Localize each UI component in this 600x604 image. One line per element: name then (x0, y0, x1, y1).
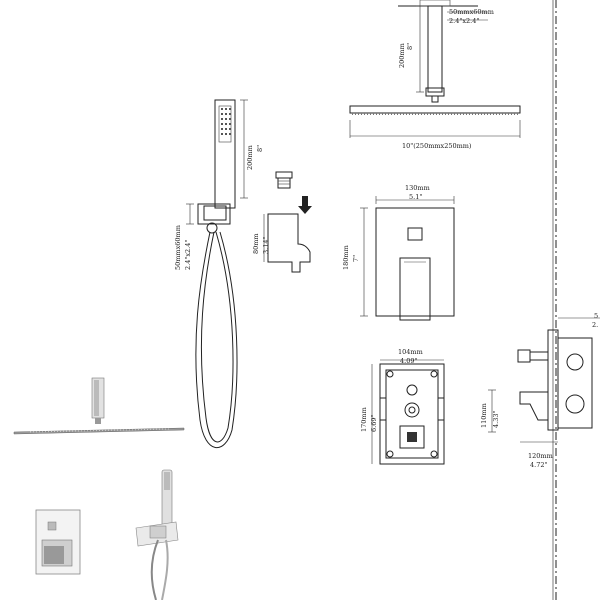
holder-size-mm-label: 50mmx60mm (174, 225, 182, 270)
bracket-h-mm-label: 80mm (252, 233, 260, 254)
wall (552, 0, 557, 600)
bracket-drawing (263, 171, 312, 273)
wall-gap-b-label: 2. (592, 321, 598, 329)
hand-len-mm-label: 200mm (246, 145, 254, 170)
ceiling-arm-drawing (398, 0, 488, 103)
valve-h-in-label: 4.33" (492, 411, 500, 428)
valve-d-in-label: 4.72" (530, 461, 547, 469)
valve-side-drawing (488, 317, 600, 443)
arm-size-in-label: 2.4"x2.4" (449, 17, 479, 25)
product-rain-head-render (13, 377, 185, 435)
hand-shower-drawing (186, 99, 248, 448)
valve-d-mm-label: 120mm (528, 452, 553, 460)
wall-gap-a-label: 5 (594, 312, 598, 320)
plate-h-in-label: 7" (352, 255, 360, 262)
box-h-in-label: 6.69" (370, 415, 378, 432)
arm-size-mm-label: 50mmx60mm (449, 8, 494, 16)
box-w-in-label: 4.09" (400, 357, 417, 365)
rain-head-drawing (349, 105, 521, 138)
head-size-label: 10"(250mmx250mm) (402, 142, 472, 150)
hand-len-in-label: 8" (256, 145, 264, 152)
box-w-mm-label: 104mm (398, 348, 423, 356)
valve-box-drawing (371, 359, 445, 465)
plate-h-mm-label: 180mm (342, 245, 350, 270)
plate-w-in-label: 5.1" (409, 193, 422, 201)
valve-h-mm-label: 110mm (480, 403, 488, 428)
arm-len-in-label: 8" (406, 43, 414, 50)
box-h-mm-label: 170mm (360, 407, 368, 432)
arm-len-mm-label: 200mm (398, 43, 406, 68)
holder-size-in-label: 2.4"x2.4" (184, 240, 192, 270)
product-trim-render (35, 509, 81, 575)
bracket-h-in-label: 3.14" (262, 237, 270, 254)
trim-plate-drawing (360, 196, 455, 321)
plate-w-mm-label: 130mm (405, 184, 430, 192)
product-hand-shower-render (135, 469, 179, 601)
